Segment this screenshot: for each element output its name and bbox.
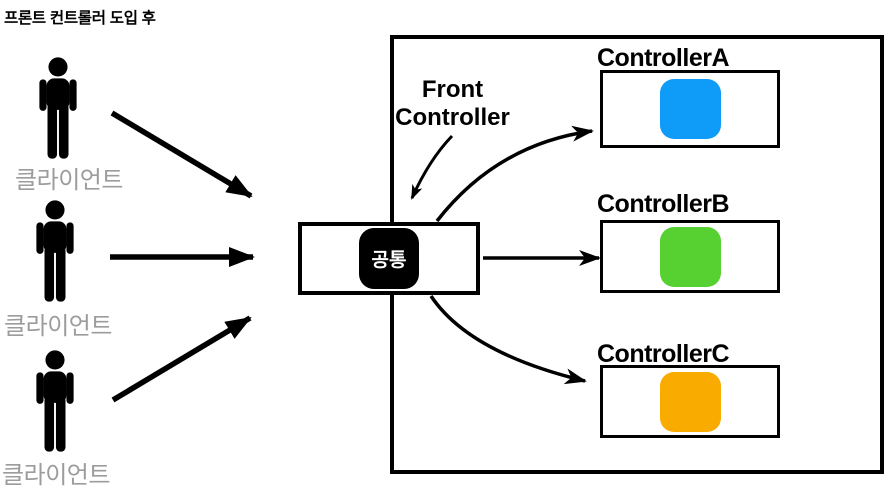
controller-c-chip — [659, 371, 721, 432]
diagram-title: 프론트 컨트롤러 도입 후 — [4, 10, 156, 27]
front-controller-annotation: Front Controller — [375, 76, 530, 132]
common-chip: 공통 — [359, 228, 419, 289]
client-label: 클라이언트 — [2, 462, 110, 486]
controller-a-box — [600, 70, 780, 148]
person-icon — [36, 200, 74, 302]
person-icon — [39, 57, 77, 159]
controller-c-box — [600, 365, 780, 438]
person-icon — [36, 350, 74, 452]
front-controller-annotation-line1: Front — [421, 76, 484, 103]
controller-a-chip — [659, 79, 721, 139]
front-controller-box: 공통 — [298, 222, 480, 295]
controller-c-label: ControllerC — [597, 340, 730, 368]
arrow-client3-to-front-controller — [111, 315, 252, 403]
front-controller-annotation-line2: Controller — [395, 104, 510, 131]
controller-a-label: ControllerA — [597, 44, 730, 72]
controller-b-label: ControllerB — [597, 190, 730, 218]
client-label: 클라이언트 — [15, 167, 123, 194]
controller-b-box — [600, 220, 780, 293]
client-label: 클라이언트 — [4, 313, 112, 340]
controller-b-chip — [659, 226, 721, 287]
arrow-client1-to-front-controller — [110, 110, 253, 199]
